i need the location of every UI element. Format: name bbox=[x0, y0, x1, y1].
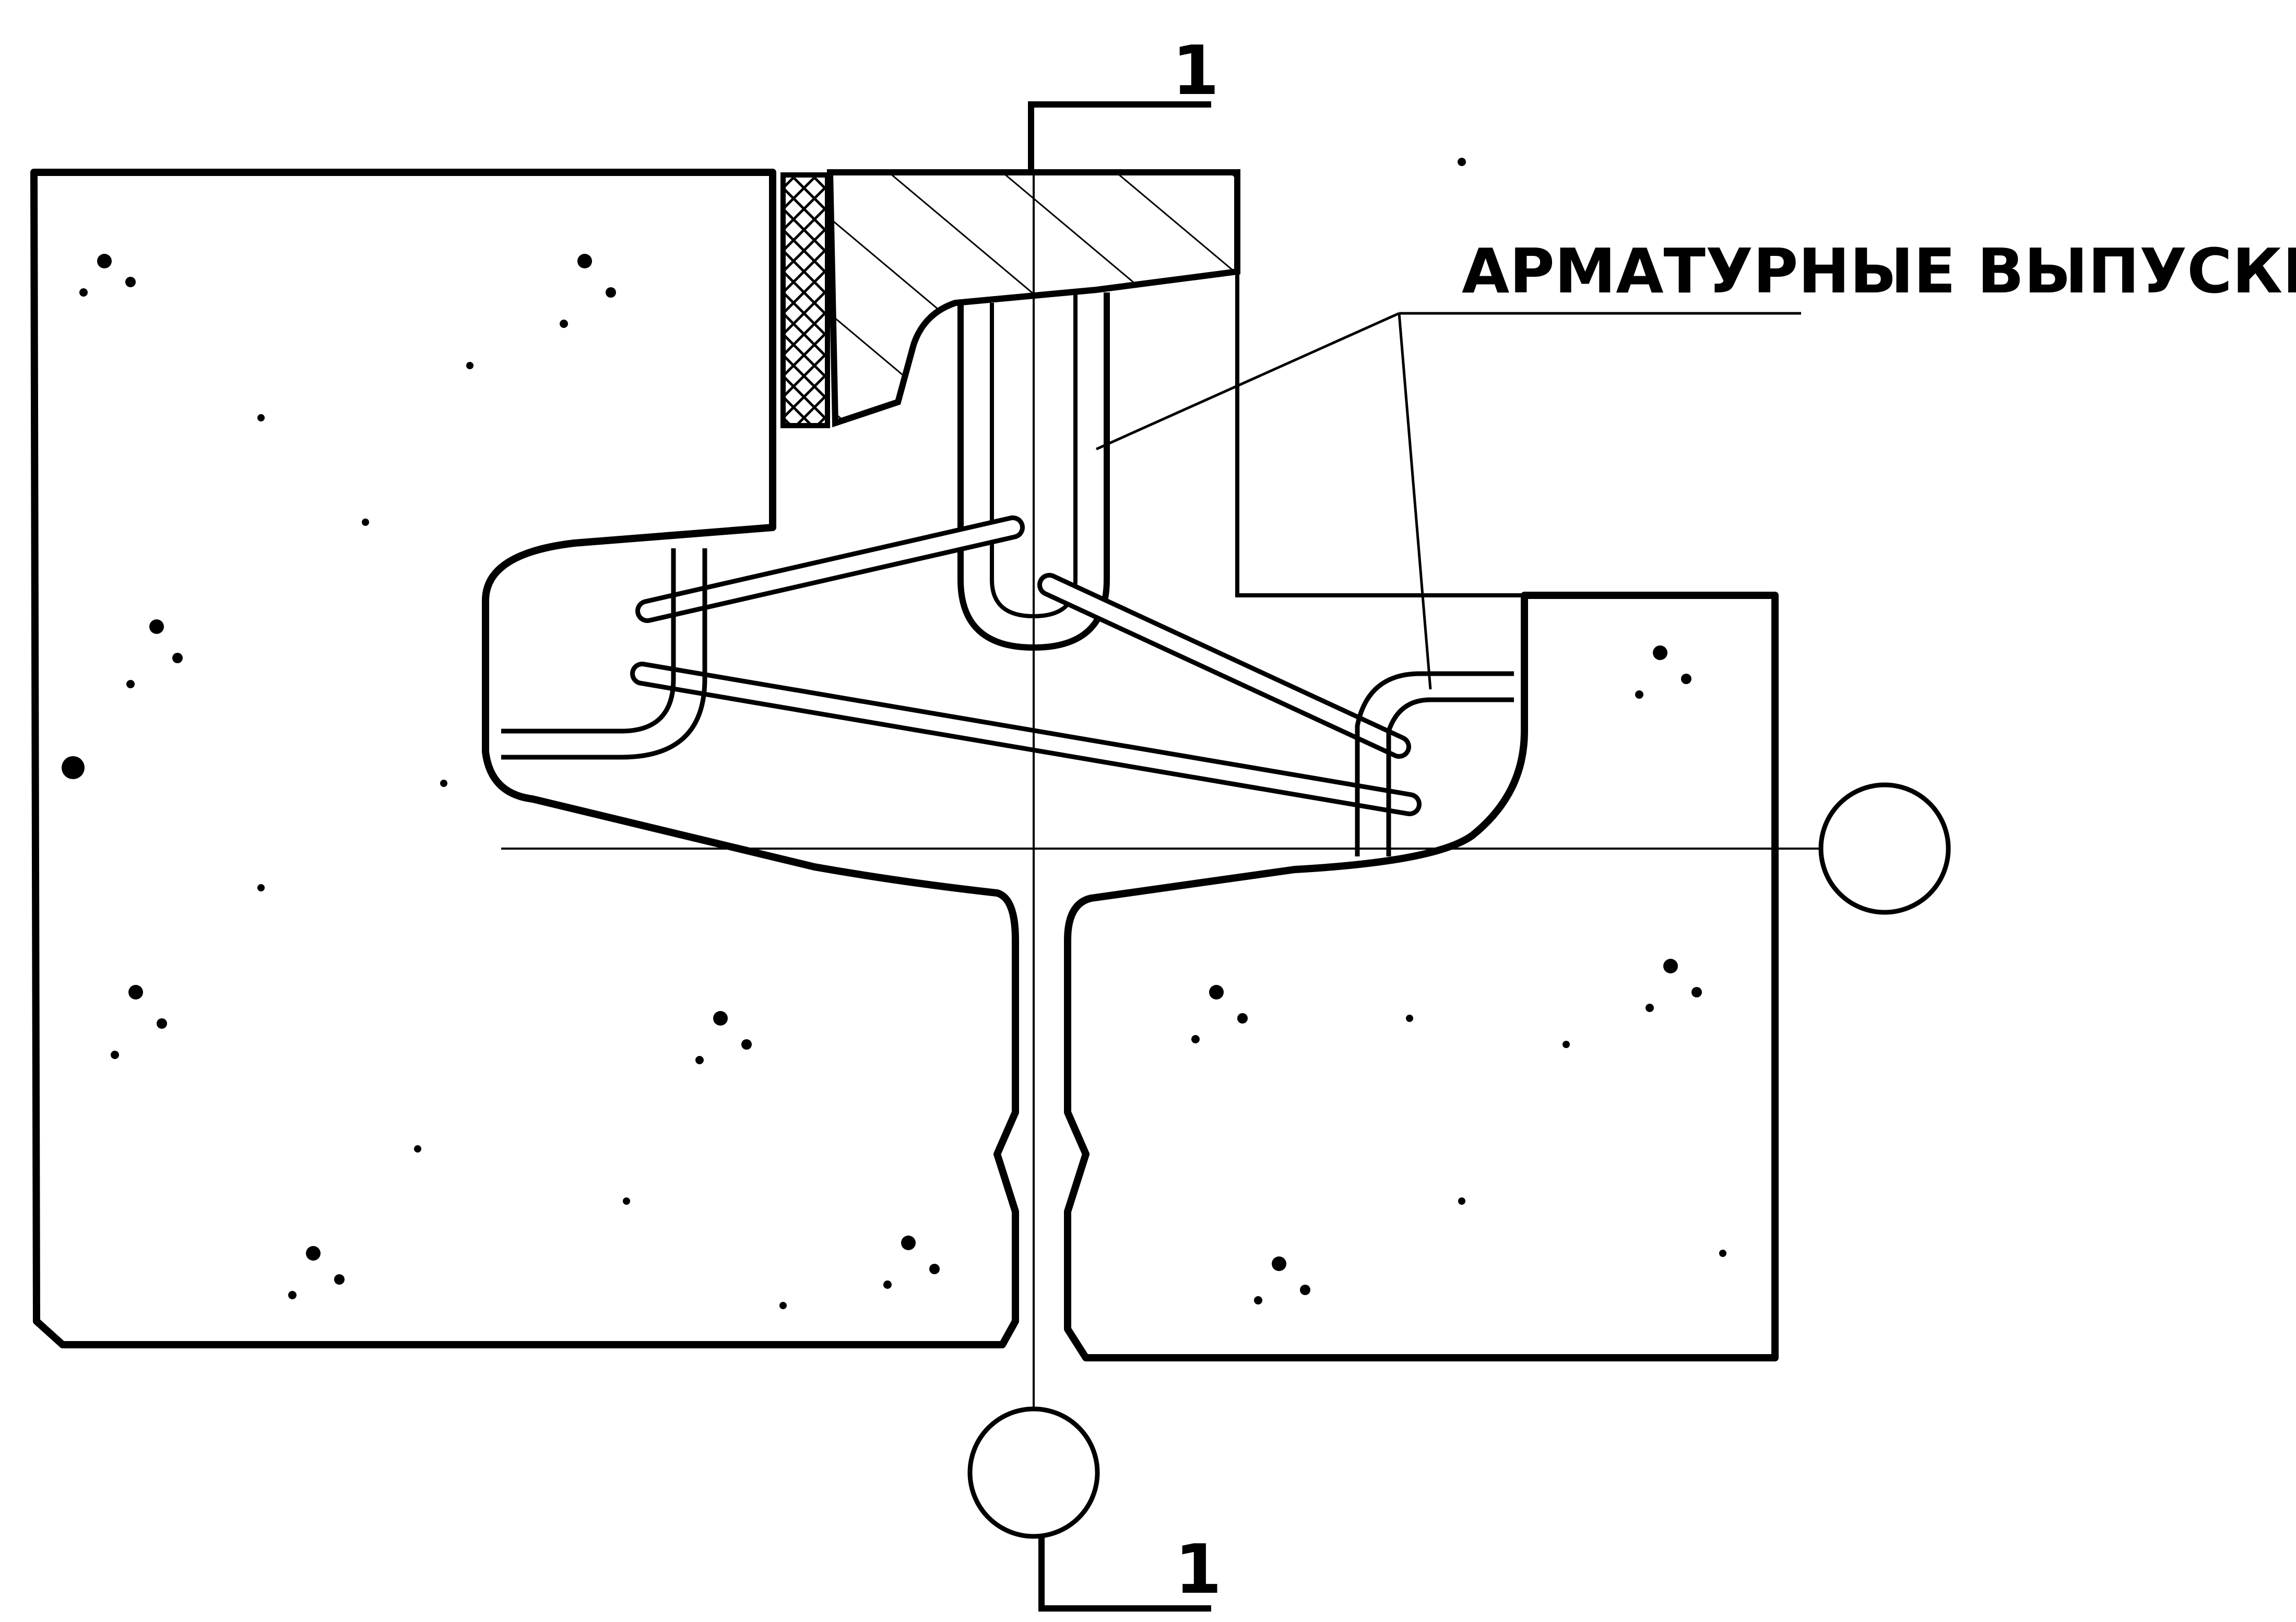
axis-marker-bottom bbox=[967, 1406, 1100, 1539]
upper-slab bbox=[826, 169, 1240, 428]
section-mark-bottom bbox=[1038, 1535, 1211, 1612]
wall-edge-line bbox=[1235, 172, 1524, 597]
left-loop-rebar bbox=[501, 548, 676, 734]
left-concrete-panel bbox=[30, 169, 1019, 1348]
diagonal-rebars bbox=[630, 515, 1422, 816]
right-concrete-panel bbox=[1064, 592, 1779, 1361]
right-loop-rebar-outer bbox=[1386, 697, 1514, 856]
aggregate-texture bbox=[79, 254, 1726, 1309]
axis-marker-right bbox=[1818, 782, 1951, 915]
stray-mark bbox=[1458, 158, 1466, 166]
section-mark-top-label: 1 bbox=[1172, 31, 1219, 110]
section-mark-top bbox=[1028, 101, 1211, 172]
left-loop-rebar-outer bbox=[501, 548, 707, 760]
label-leader-lines bbox=[1095, 312, 1801, 690]
insulation-strip bbox=[780, 172, 830, 428]
right-loop-rebar bbox=[1355, 671, 1514, 856]
section-mark-bottom-label: 1 bbox=[1175, 1530, 1222, 1609]
stray-mark bbox=[62, 756, 85, 779]
rebar-outlets-label: АРМАТУРНЫЕ ВЫПУСКИ bbox=[1462, 235, 2296, 307]
